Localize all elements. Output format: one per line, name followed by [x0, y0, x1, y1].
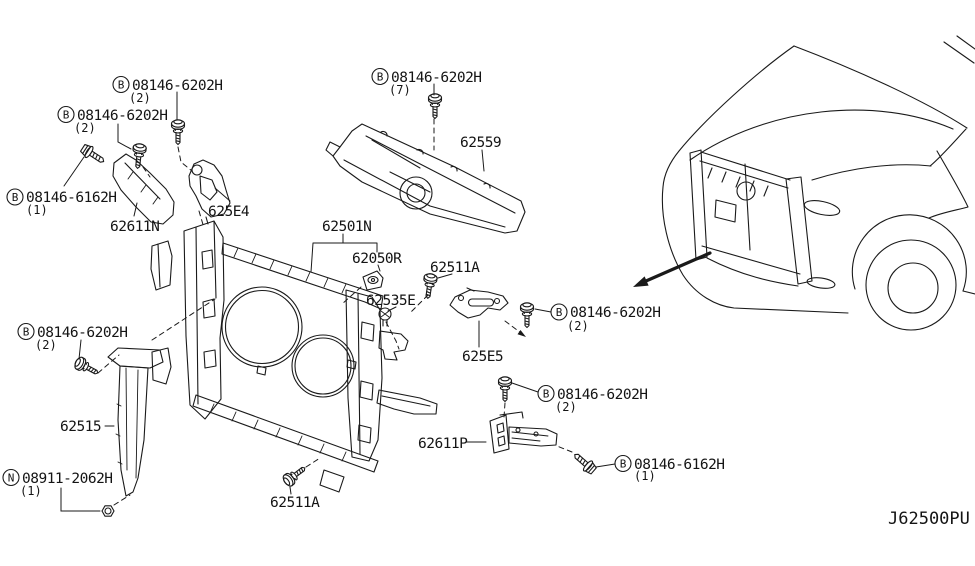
- callout-code: 08146-6162H: [634, 457, 725, 473]
- bolt-icon: [78, 141, 108, 168]
- circled-b-badge: [614, 454, 632, 473]
- callout-prefix: B: [543, 388, 550, 401]
- label-62511A-lower: 62511A: [270, 495, 320, 511]
- callout-qty: (1): [20, 484, 42, 498]
- car-radiator-support: [689, 149, 813, 285]
- callout-code: 08146-6202H: [77, 108, 168, 124]
- callout-code: 08146-6202H: [132, 78, 223, 94]
- callout-prefix: B: [620, 458, 627, 471]
- screw-icon: [427, 93, 443, 120]
- nut-icon: [101, 505, 115, 517]
- callout-prefix: B: [63, 109, 70, 122]
- circled-b-badge: [537, 384, 555, 403]
- callout-prefix: B: [556, 306, 563, 319]
- diagram-code: J62500PU: [888, 509, 970, 529]
- label-62611N: 62611N: [110, 219, 159, 235]
- callout-bolt-6162-lower-right: B 08146-6162H (1): [614, 454, 725, 483]
- part-62501N-core-support: [150, 220, 438, 493]
- circled-n-badge: [2, 468, 20, 487]
- part-625E4-bracket: [188, 159, 231, 225]
- screw-icon: [280, 462, 310, 489]
- callout-prefix: B: [23, 326, 30, 339]
- callout-prefix: B: [12, 191, 19, 204]
- callout-bolt-6202-top-left-a: B 08146-6202H (2): [112, 75, 223, 105]
- label-62501N: 62501N: [322, 219, 371, 235]
- circled-b-badge: [112, 75, 130, 94]
- screw-icon: [170, 119, 186, 146]
- direction-arrow-icon: [633, 251, 712, 287]
- part-62050R-bracket: [362, 270, 384, 291]
- callout-bolt-6202-mid-right: B 08146-6202H (2): [550, 303, 661, 333]
- callout-code: 08146-6162H: [26, 190, 117, 206]
- label-62515: 62515: [60, 419, 101, 435]
- callout-code: 08146-6202H: [570, 305, 661, 321]
- label-625E4: 625E4: [208, 204, 250, 220]
- circled-b-badge: [6, 188, 24, 206]
- callout-code: 08146-6202H: [37, 325, 128, 341]
- assembly-dash-lines: [97, 118, 573, 506]
- callout-prefix: N: [8, 472, 15, 485]
- callout-qty: (1): [634, 469, 656, 483]
- screw-icon: [72, 355, 102, 380]
- car-illustration: [661, 35, 975, 331]
- callout-bolt-6202-lower-right: B 08146-6202H (2): [537, 384, 648, 414]
- callout-prefix: B: [377, 71, 384, 84]
- callout-qty: (1): [26, 203, 48, 217]
- callout-bolt-6202-top-left-b: B 08146-6202H (2): [57, 105, 168, 135]
- circled-b-badge: [17, 322, 35, 341]
- circled-b-badge: [57, 105, 75, 124]
- callout-bolt-6162-left: B 08146-6162H (1): [6, 188, 117, 217]
- circled-b-badge: [371, 67, 389, 86]
- label-62535E: 62535E: [366, 293, 415, 309]
- callout-code: 08911-2062H: [22, 471, 113, 487]
- screw-icon: [130, 142, 148, 170]
- leader-lines: [60, 83, 616, 512]
- callout-qty: (2): [567, 319, 589, 333]
- callout-bolt-6202-top-middle: B 08146-6202H (7): [371, 67, 482, 97]
- label-62611P: 62611P: [418, 436, 468, 452]
- part-62559-cover: [325, 123, 526, 234]
- mount-arrowhead-icon: [517, 330, 526, 337]
- part-62611P-bracket: [489, 411, 558, 454]
- bolt-icon: [570, 449, 599, 477]
- part-62611N-bracket: [112, 153, 175, 225]
- callout-qty: (2): [129, 91, 151, 105]
- label-625E5: 625E5: [462, 349, 503, 365]
- screw-icon: [420, 272, 439, 300]
- callout-code: 08146-6202H: [391, 70, 482, 86]
- part-625E5-bracket: [449, 287, 509, 319]
- callout-qty: (7): [389, 83, 411, 97]
- screw-icon: [497, 376, 513, 403]
- label-62559: 62559: [460, 135, 501, 151]
- callout-qty: (2): [74, 121, 96, 135]
- label-62050R: 62050R: [352, 251, 402, 267]
- callout-nut-08911: N 08911-2062H (1): [2, 468, 113, 498]
- label-62511A-upper: 62511A: [430, 260, 480, 276]
- screw-icon: [519, 302, 535, 329]
- circled-b-badge: [550, 303, 568, 321]
- callout-qty: (2): [35, 338, 57, 352]
- callout-prefix: B: [118, 79, 125, 92]
- diagram-line-art: [72, 35, 975, 517]
- callout-bolt-6202-bottom-left: B 08146-6202H (2): [17, 322, 128, 352]
- part-62515-duct: [107, 347, 164, 497]
- callout-code: 08146-6202H: [557, 387, 648, 403]
- callout-qty: (2): [555, 400, 577, 414]
